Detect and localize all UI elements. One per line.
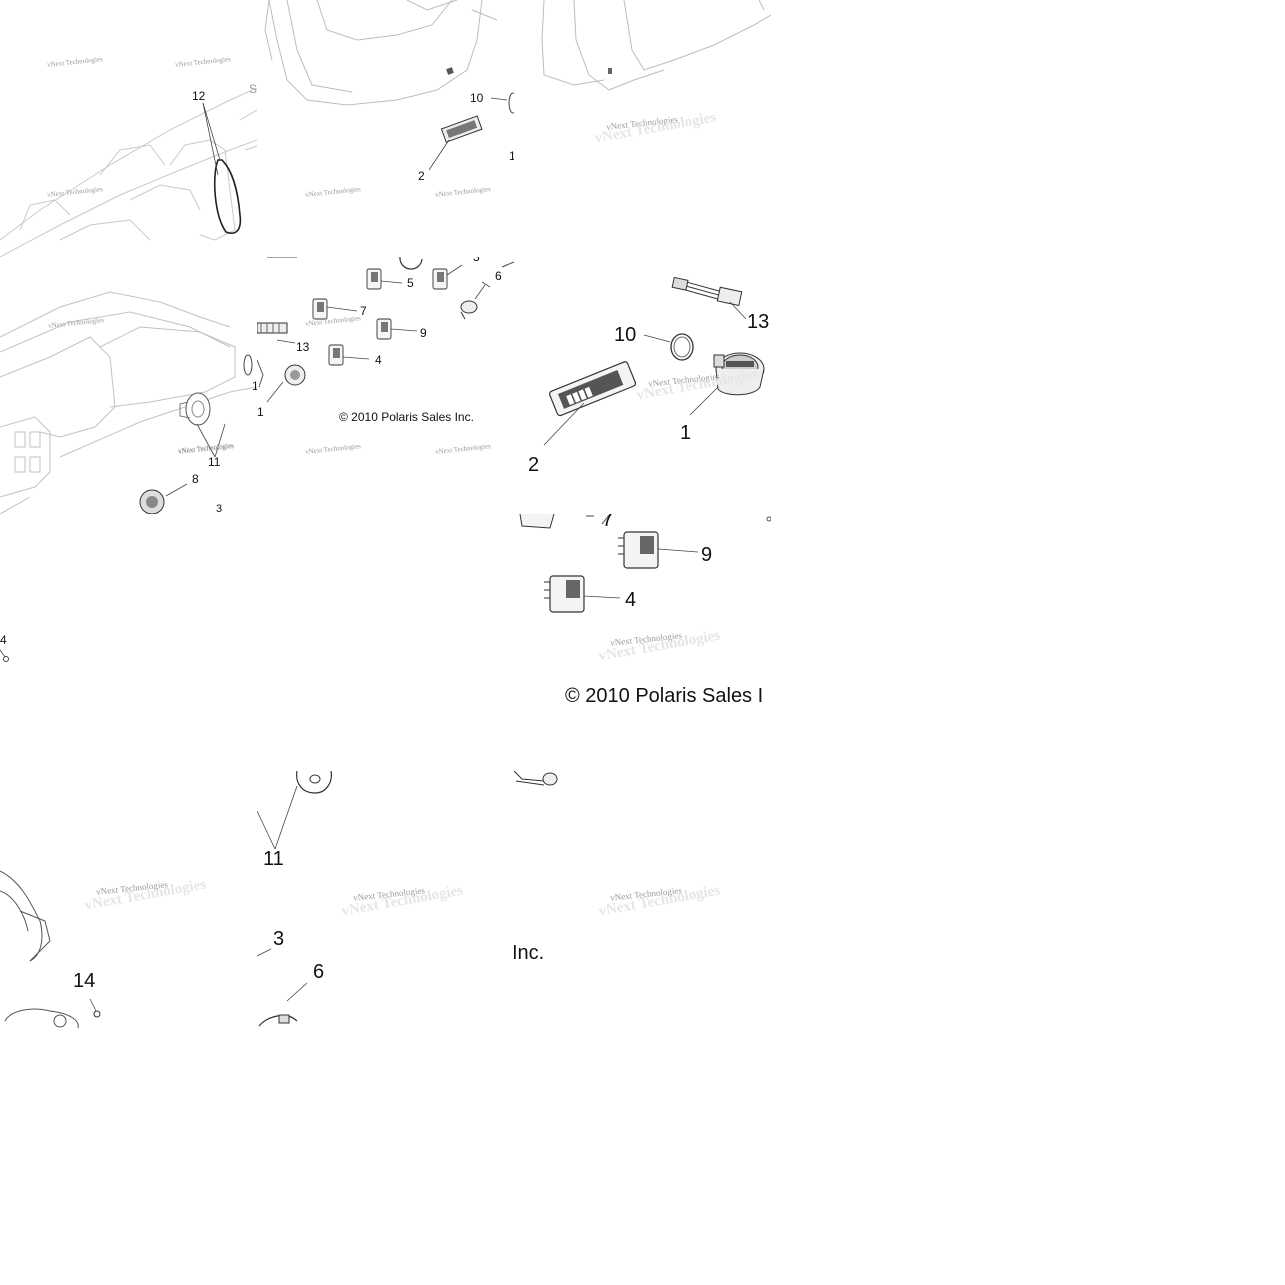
dash-lower-drawing — [0, 291, 257, 514]
diagram-tile-rocker-switches: 7 9 4 vNext Technologies vNext Technolog… — [514, 514, 771, 771]
callout-1: 1 — [252, 379, 257, 393]
callout-7: 7 — [602, 514, 614, 531]
callout-2: 2 — [418, 169, 425, 183]
ignition-detail-drawing: ▮▮▮▮ — [543, 276, 765, 446]
callout-3: 3 — [216, 503, 223, 515]
diagram-tile-panel-outline: vNext Technologies vNext Technologies — [514, 0, 771, 257]
callout-13: 13 — [296, 340, 310, 354]
diagram-tile-upper-switch: 10 2 1 vNext Technologies vNext Technolo… — [257, 0, 514, 257]
bottom-right-drawing — [514, 771, 558, 786]
copyright-tail: Inc. — [514, 942, 545, 964]
callout-1: 1 — [257, 405, 264, 419]
callout-14: 14 — [73, 970, 96, 992]
callout-4: 4 — [0, 633, 7, 647]
callout-7: 7 — [360, 304, 367, 318]
dash-left-drawing — [0, 87, 257, 257]
callout-2: 2 — [528, 454, 540, 476]
callout-12: 12 — [192, 89, 206, 103]
copyright-text-large: © 2010 Polaris Sales I — [565, 685, 764, 707]
callout-8: 8 — [192, 472, 199, 486]
callout-4: 4 — [625, 589, 637, 611]
callout-9: 9 — [701, 544, 713, 566]
callout-6: 6 — [495, 269, 502, 283]
callout-10: 10 — [614, 324, 637, 346]
diagram-tile-dash-lower: 1 14 vNext Technologies vNext Technologi… — [0, 257, 257, 514]
diagram-tile-bottom-left: 14 vNext Technologies vNext Technologies — [0, 771, 257, 1028]
callout-10: 10 — [470, 91, 484, 105]
callout-5: 5 — [407, 276, 414, 290]
panel-outline-drawing — [541, 0, 771, 91]
diagram-tile-port-detail: 11 8 3 vNext Technologies — [0, 384, 257, 514]
bottom-left-drawing — [0, 870, 101, 1028]
diagram-tile-bottom-right: vNext Technologies vNext Technologies In… — [514, 771, 771, 1028]
callout-fragment: S — [249, 82, 257, 96]
callout-3: 3 — [473, 257, 480, 264]
diagram-tile-bottom-center: 11 3 6 vNext Technologies vNext Technolo… — [257, 771, 514, 1028]
copyright-text: © 2010 Polaris Sales Inc. — [339, 410, 474, 424]
rocker-switches-drawing — [519, 514, 771, 613]
callout-3: 3 — [273, 928, 285, 950]
diagram-tile-switch-cluster: 5 3 6 7 9 13 4 © 2010 Polaris Sales Inc.… — [257, 257, 514, 514]
callout-9: 9 — [420, 326, 427, 340]
callout-1: 1 — [509, 149, 514, 163]
callout-4: 4 — [375, 353, 382, 367]
fragment-left-drawing — [0, 649, 9, 662]
callout-11: 11 — [208, 455, 221, 469]
callout-1: 1 — [680, 422, 692, 444]
switch-cluster-drawing — [257, 257, 514, 403]
callout-6: 6 — [313, 961, 325, 983]
diagram-tile-fragment-left: 4 — [0, 514, 257, 771]
callout-11: 11 — [263, 848, 284, 870]
bottom-center-drawing — [257, 771, 332, 1027]
diagram-tile-ignition-detail: ▮▮▮▮ 13 10 1 2 vNext Technologies vNext … — [514, 257, 771, 514]
port-detail-drawing — [139, 392, 226, 514]
upper-switch-drawing — [264, 0, 514, 171]
callout-13: 13 — [747, 311, 770, 333]
diagram-tile-dash-left: 12 S vNext Technologies vNext Technologi… — [0, 0, 257, 257]
